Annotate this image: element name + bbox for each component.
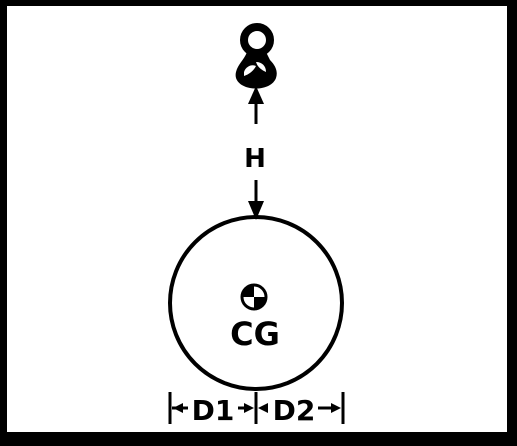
center-of-gravity-label: CG	[230, 315, 280, 353]
dimension-line	[168, 392, 345, 424]
height-arrow-top	[248, 86, 264, 124]
height-label: H	[244, 144, 266, 174]
distance-1-label: D1	[192, 394, 235, 427]
height-arrow-bottom	[248, 180, 264, 220]
crane-hook-icon	[235, 23, 277, 89]
center-of-gravity-symbol-icon	[240, 283, 268, 311]
load-circle	[168, 215, 344, 391]
distance-2-label: D2	[273, 394, 316, 427]
